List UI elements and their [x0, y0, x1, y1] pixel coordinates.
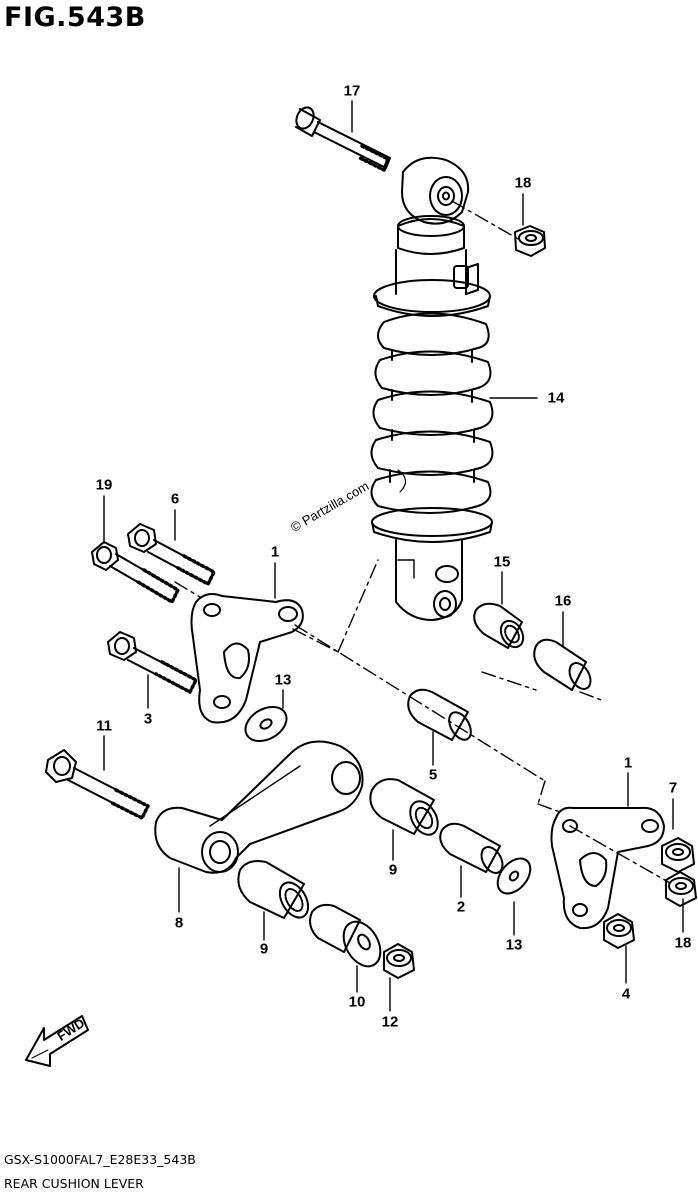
callout-16: 16: [554, 592, 572, 610]
sleeve-5: [407, 688, 472, 741]
callout-18-lower: 18: [674, 934, 692, 952]
collar-10: [309, 903, 382, 968]
callout-7: 7: [668, 779, 678, 797]
bolt-17: [295, 106, 391, 172]
callout-10: 10: [348, 993, 366, 1011]
nut-18-upper: [514, 225, 546, 257]
washer-13-lower: [496, 857, 532, 895]
callout-13-upper: 13: [274, 671, 292, 689]
leader-lines: [103, 100, 684, 1012]
cushion-lever-8: [154, 740, 364, 874]
callout-11: 11: [96, 717, 112, 735]
fwd-arrow-icon: [25, 1015, 89, 1067]
bolt-3: [107, 631, 198, 694]
callout-9-left: 9: [259, 940, 269, 958]
bracket-1-upper: [190, 593, 304, 724]
callout-15: 15: [493, 553, 511, 571]
bearing-9-left: [237, 860, 310, 919]
nut-7: [661, 837, 695, 873]
bolt-19: [91, 541, 180, 604]
collar-16: [533, 638, 592, 691]
nut-4: [603, 913, 635, 949]
collar-2: [439, 822, 504, 874]
callout-2: 2: [456, 898, 466, 916]
bolt-11: [45, 749, 150, 820]
callout-3: 3: [143, 710, 153, 728]
callout-4: 4: [621, 985, 631, 1003]
figure-name: REAR CUSHION LEVER: [4, 1176, 144, 1191]
figure-title: FIG.543B: [4, 2, 146, 33]
figure-code: GSX-S1000FAL7_E28E33_543B: [4, 1152, 196, 1167]
callout-13-lower: 13: [505, 936, 523, 954]
callout-8: 8: [174, 914, 184, 932]
callout-1-upper: 1: [270, 543, 280, 561]
bearing-9-right: [369, 778, 439, 836]
callout-18-upper: 18: [514, 174, 532, 192]
callout-12: 12: [381, 1013, 399, 1031]
callout-14: 14: [547, 389, 565, 407]
callout-9-right: 9: [388, 861, 398, 879]
bearing-15: [473, 602, 525, 649]
callout-19: 19: [95, 476, 113, 494]
washer-13-upper: [244, 705, 288, 743]
bolt-6: [127, 523, 216, 586]
callout-17: 17: [343, 82, 361, 100]
nut-18-lower: [665, 871, 697, 907]
callout-6: 6: [170, 490, 180, 508]
shock-absorber-14: [370, 156, 494, 621]
bracket-1-lower: [550, 806, 665, 930]
nut-12: [383, 943, 415, 979]
callout-5: 5: [428, 766, 438, 784]
callout-1-lower: 1: [623, 754, 633, 772]
